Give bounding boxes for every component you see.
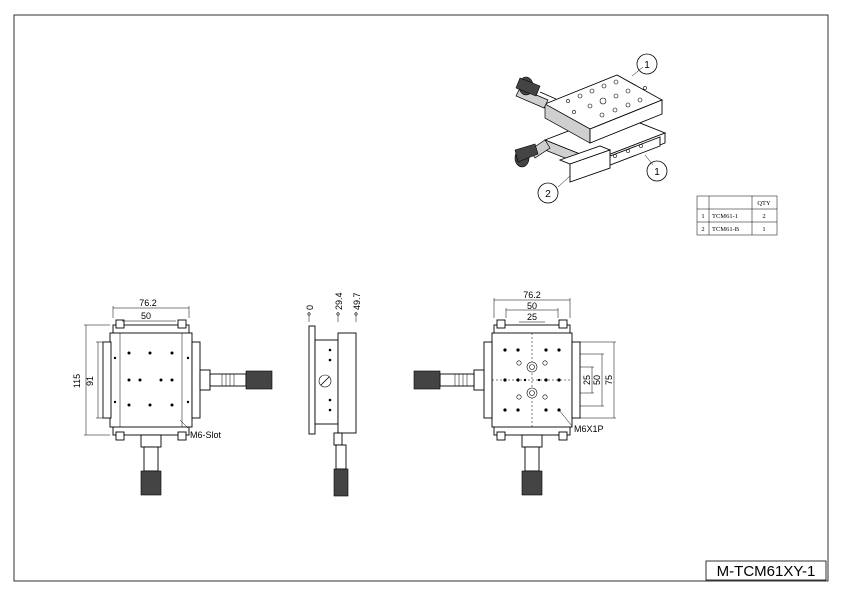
isometric-view bbox=[514, 66, 667, 188]
top-view: M6-Slot 76.2 50 115 91 bbox=[72, 298, 273, 496]
side-view-dim-2: 49.7 bbox=[352, 292, 362, 310]
bom-row-2-no: 2 bbox=[701, 226, 704, 233]
balloon-1-bottom: 1 bbox=[646, 160, 668, 182]
bottom-view-dim-mid: 50 bbox=[527, 301, 537, 311]
bottom-view-dim-outer: 76.2 bbox=[523, 290, 541, 300]
bom-header-qty: QTY bbox=[757, 200, 771, 207]
bom-table: QTY 1 TCM61-1 2 2 TCM61-B 1 bbox=[696, 195, 778, 236]
bottom-view-dim-v1: 25 bbox=[582, 375, 592, 385]
side-view-dim-1: 29.4 bbox=[334, 292, 344, 310]
drawing-code-box: M-TCM61XY-1 bbox=[705, 560, 827, 581]
bottom-view-dim-v2: 50 bbox=[592, 375, 602, 385]
sheet-border bbox=[13, 14, 829, 582]
top-view-dim-outer: 76.2 bbox=[139, 298, 157, 308]
side-view: 0 29.4 49.7 bbox=[305, 292, 362, 497]
side-view-dim-0: 0 bbox=[305, 305, 315, 310]
svg-text:1: 1 bbox=[644, 60, 650, 71]
drawing-code: M-TCM61XY-1 bbox=[717, 563, 816, 580]
svg-text:1: 1 bbox=[654, 167, 660, 178]
bottom-view-dim-v3: 75 bbox=[604, 375, 614, 385]
balloon-2: 2 bbox=[537, 182, 559, 204]
svg-text:2: 2 bbox=[545, 189, 551, 200]
bom-row-2-part: TCM61-B bbox=[712, 226, 740, 233]
bom-row-1-part: TCM61-1 bbox=[712, 213, 738, 220]
bom-row-1-qty: 2 bbox=[762, 213, 765, 220]
top-view-callout: M6-Slot bbox=[190, 430, 222, 440]
bottom-view-callout: M6X1P bbox=[574, 424, 604, 434]
bottom-view: M6X1P 76.2 50 25 25 50 75 bbox=[413, 290, 616, 496]
balloon-1-top: 1 bbox=[636, 53, 658, 75]
top-view-dim-inner: 50 bbox=[141, 311, 151, 321]
top-view-dim-height-inner: 91 bbox=[85, 376, 95, 386]
bottom-view-dim-inner: 25 bbox=[527, 312, 537, 322]
top-view-dim-height: 115 bbox=[72, 374, 82, 388]
bom-row-2-qty: 1 bbox=[762, 226, 765, 233]
bom-row-1-no: 1 bbox=[701, 213, 704, 220]
